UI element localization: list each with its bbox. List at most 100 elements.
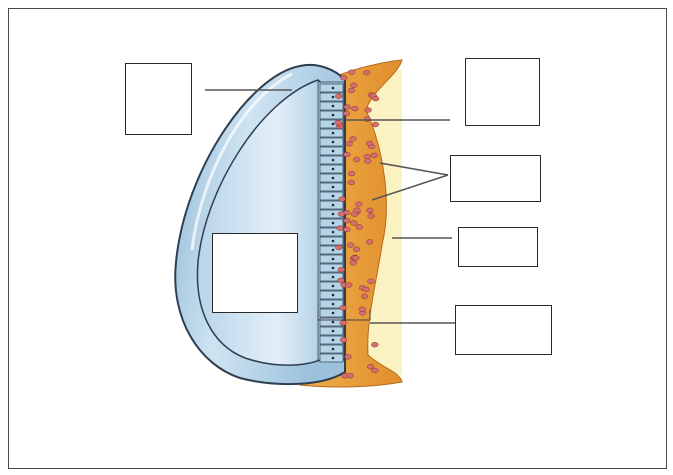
connective-cell [345, 354, 352, 359]
epithelial-cell [320, 129, 343, 137]
epithelial-cell [320, 183, 343, 191]
cell-nucleus [332, 150, 335, 153]
connective-cell [340, 337, 347, 342]
connective-cell [368, 214, 375, 219]
connective-cell [351, 212, 358, 217]
cell-nucleus [332, 159, 335, 162]
connective-cell [366, 141, 373, 146]
label-box-4[interactable] [458, 227, 538, 267]
connective-cell [371, 342, 378, 347]
cavity-inner [197, 80, 330, 365]
label-box-6[interactable] [212, 233, 298, 313]
epithelial-cell [320, 138, 343, 146]
epithelial-cell [320, 111, 343, 119]
connective-cell [361, 294, 368, 299]
connective-cell [347, 373, 354, 378]
cell-nucleus [332, 195, 335, 198]
cell-nucleus [332, 312, 335, 315]
connective-cell [340, 305, 347, 310]
cell-nucleus [332, 321, 335, 324]
cell-nucleus [332, 132, 335, 135]
cell-nucleus [332, 222, 335, 225]
connective-cell [335, 120, 342, 125]
epithelial-cell [320, 354, 343, 362]
cell-nucleus [332, 231, 335, 234]
epithelial-cell [320, 174, 343, 182]
connective-cell [347, 243, 354, 248]
cell-nucleus [332, 294, 335, 297]
epithelial-cell [320, 165, 343, 173]
connective-cell [350, 137, 357, 142]
connective-cell [337, 226, 344, 231]
cell-nucleus [332, 105, 335, 108]
epithelial-cell [320, 201, 343, 209]
connective-cell [344, 218, 351, 223]
connective-cell [338, 278, 345, 283]
connective-cell [340, 321, 347, 326]
epithelial-cell [320, 327, 343, 335]
epithelial-cell [320, 255, 343, 263]
connective-cell [367, 208, 374, 213]
epithelial-cell [320, 282, 343, 290]
epithelial-cell [320, 309, 343, 317]
cell-nucleus [332, 285, 335, 288]
connective-cell [338, 212, 345, 217]
epithelial-cell [320, 156, 343, 164]
connective-cell [350, 261, 357, 266]
label-box-5[interactable] [455, 305, 552, 355]
epithelial-cell [320, 237, 343, 245]
connective-cell [359, 307, 366, 312]
label-box-1[interactable] [125, 63, 192, 135]
cell-nucleus [332, 96, 335, 99]
cell-nucleus [332, 123, 335, 126]
connective-cell [364, 117, 371, 122]
cell-nucleus [332, 168, 335, 171]
connective-cell [352, 106, 359, 111]
cell-nucleus [332, 240, 335, 243]
cell-nucleus [332, 114, 335, 117]
cell-nucleus [332, 267, 335, 270]
cell-nucleus [332, 141, 335, 144]
cell-nucleus [332, 348, 335, 351]
cell-nucleus [332, 303, 335, 306]
cell-nucleus [332, 276, 335, 279]
connective-cell [348, 88, 355, 93]
cell-nucleus [332, 339, 335, 342]
connective-cell [356, 225, 363, 230]
connective-cell [364, 154, 371, 159]
epithelial-cell [320, 102, 343, 110]
connective-cell [335, 94, 342, 99]
epithelial-cell [320, 336, 343, 344]
connective-cell [338, 267, 345, 272]
connective-cell [372, 96, 379, 101]
connective-cell [341, 75, 348, 80]
connective-cell [364, 159, 371, 164]
cell-nucleus [332, 249, 335, 252]
connective-cell [363, 70, 370, 75]
connective-cell [371, 153, 378, 158]
connective-cell [363, 287, 370, 292]
epithelial-cell [320, 345, 343, 353]
connective-cell [352, 256, 359, 261]
connective-cell [366, 240, 373, 245]
connective-cell [353, 157, 360, 162]
cell-nucleus [332, 357, 335, 360]
cell-nucleus [332, 177, 335, 180]
connective-cell [344, 152, 351, 157]
connective-cell [372, 122, 379, 127]
cell-nucleus [332, 87, 335, 90]
connective-cell [348, 70, 355, 75]
connective-cell [368, 279, 375, 284]
cell-nucleus [332, 186, 335, 189]
connective-cell [356, 202, 363, 207]
cell-nucleus [332, 258, 335, 261]
connective-cell [344, 227, 351, 232]
connective-cell [348, 180, 355, 185]
epithelial-cell [320, 318, 343, 326]
label-box-3[interactable] [450, 155, 541, 202]
label-box-2[interactable] [465, 58, 540, 126]
epithelial-cell [320, 147, 343, 155]
connective-cell [346, 141, 353, 146]
connective-cell [350, 221, 357, 226]
connective-cell [367, 364, 374, 369]
